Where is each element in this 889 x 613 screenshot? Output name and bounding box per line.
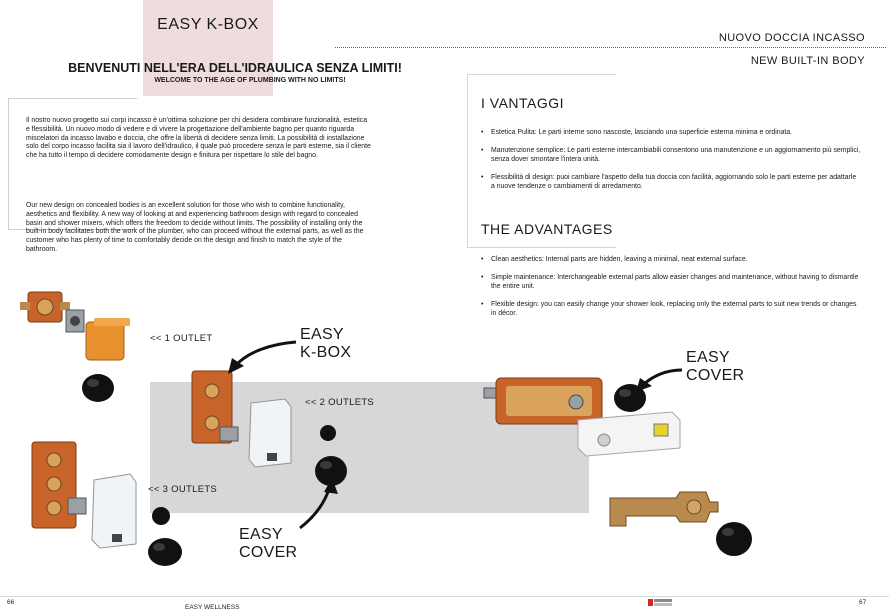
- vantaggi-title: I VANTAGGI: [481, 95, 565, 111]
- intro-text-english: Our new design on concealed bodies is an…: [26, 202, 364, 253]
- intro-frame: [8, 98, 137, 230]
- kbox-arrow-icon: [233, 340, 297, 368]
- valve-1-outlet-image: [20, 291, 85, 333]
- cover-left-callout-line1: EASY: [239, 526, 283, 543]
- list-item: Manutenzione semplice: Le parti esterne …: [481, 146, 861, 164]
- black-cap-spout: [716, 522, 752, 556]
- horizontal-valve-image: [483, 377, 603, 425]
- list-item: Flexible design: you can easily change y…: [481, 300, 861, 318]
- cover-left-arrow-icon: [299, 485, 332, 530]
- kbox-callout-line2: K-BOX: [300, 344, 352, 361]
- advantages-frame: [467, 74, 616, 248]
- list-item: Simple maintenance: Interchangeable exte…: [481, 273, 861, 291]
- page-number-right: 67: [859, 599, 867, 606]
- white-cover-plate: [577, 411, 681, 457]
- black-cap-2: [315, 456, 347, 486]
- cover-left-arrowhead-icon: [324, 478, 338, 494]
- tab-title: EASY K-BOX: [157, 16, 259, 33]
- brand-logo-icon: [648, 599, 672, 606]
- headline-english: WELCOME TO THE AGE OF PLUMBING WITH NO L…: [154, 77, 346, 84]
- cover-left-callout-line2: COVER: [239, 544, 298, 561]
- intro-text-italian: Il nostro nuovo progetto sui corpi incas…: [26, 117, 371, 160]
- cover-right-callout-line1: EASY: [686, 349, 730, 366]
- black-cap-small-2: [320, 425, 336, 441]
- label-3-outlets: << 3 OUTLETS: [148, 484, 218, 495]
- black-cap-right: [614, 384, 646, 412]
- valve-3-outlets: [31, 441, 87, 529]
- footer-brand: EASY WELLNESS: [185, 604, 240, 611]
- page-number-left: 66: [7, 599, 15, 606]
- black-cap-1: [82, 374, 114, 402]
- label-1-outlet: << 1 OUTLET: [150, 333, 213, 344]
- spout-image: [609, 491, 719, 527]
- label-2-outlets: << 2 OUTLETS: [305, 397, 375, 408]
- kbox-valve-2-outlets: [191, 370, 239, 444]
- headline-italian: BENVENUTI NELL'ERA DELL'IDRAULICA SENZA …: [68, 61, 402, 75]
- list-item: Estetica Pulita: Le parti interne sono n…: [481, 128, 861, 137]
- dotted-divider: [335, 47, 886, 48]
- cover-right-callout-line2: COVER: [686, 367, 745, 384]
- transparent-box-3-outlets: [91, 473, 137, 549]
- header-tab: [143, 0, 273, 96]
- kbox-callout-line1: EASY: [300, 326, 344, 343]
- section-title-english: NEW BUILT-IN BODY: [750, 55, 865, 67]
- advantages-list: Clean aesthetics: Internal parts are hid…: [481, 255, 861, 327]
- advantages-title: THE ADVANTAGES: [481, 221, 613, 237]
- black-cap-small-3: [152, 507, 170, 525]
- section-title-italian: NUOVO DOCCIA INCASSO: [718, 32, 865, 44]
- transparent-box-2-outlets: [248, 398, 292, 468]
- kbox-arrowhead-icon: [228, 358, 244, 374]
- list-item: Flessibilità di design: puoi cambiare l'…: [481, 173, 861, 191]
- footer-divider: [0, 596, 889, 597]
- orange-cover-box: [85, 318, 130, 361]
- vantaggi-list: Estetica Pulita: Le parti interne sono n…: [481, 128, 861, 200]
- black-cap-3: [148, 538, 182, 566]
- list-item: Clean aesthetics: Internal parts are hid…: [481, 255, 861, 264]
